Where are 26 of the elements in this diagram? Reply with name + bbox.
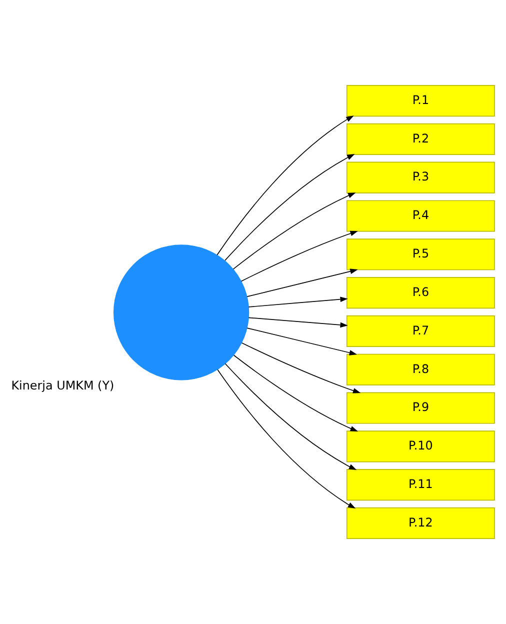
- node-box: P.10: [346, 430, 495, 462]
- node-circle: [113, 244, 250, 380]
- arrow: [240, 230, 358, 282]
- node-box: P.11: [346, 469, 495, 501]
- node-box: P.12: [346, 507, 495, 540]
- arrow: [233, 354, 358, 432]
- node-box: P.6: [346, 277, 495, 309]
- node-box: P.7: [346, 315, 495, 347]
- node-box: P.2: [346, 123, 495, 155]
- node-box: P.3: [346, 162, 495, 194]
- arrow: [232, 192, 356, 270]
- arrow: [224, 154, 355, 261]
- arrow: [246, 328, 358, 356]
- arrow: [217, 369, 356, 508]
- arrow: [216, 116, 354, 256]
- arrow: [248, 296, 348, 308]
- node-box: P.8: [346, 354, 495, 386]
- arrow: [224, 363, 357, 470]
- node-box: P.1: [346, 84, 495, 117]
- node-label: Kinerja UMKM (Y): [11, 378, 114, 392]
- node-box: P.5: [346, 238, 495, 270]
- arrow: [248, 317, 348, 328]
- arrow: [246, 268, 358, 297]
- node-box: P.4: [346, 200, 495, 232]
- node-box: P.9: [346, 392, 495, 424]
- arrow: [241, 342, 361, 394]
